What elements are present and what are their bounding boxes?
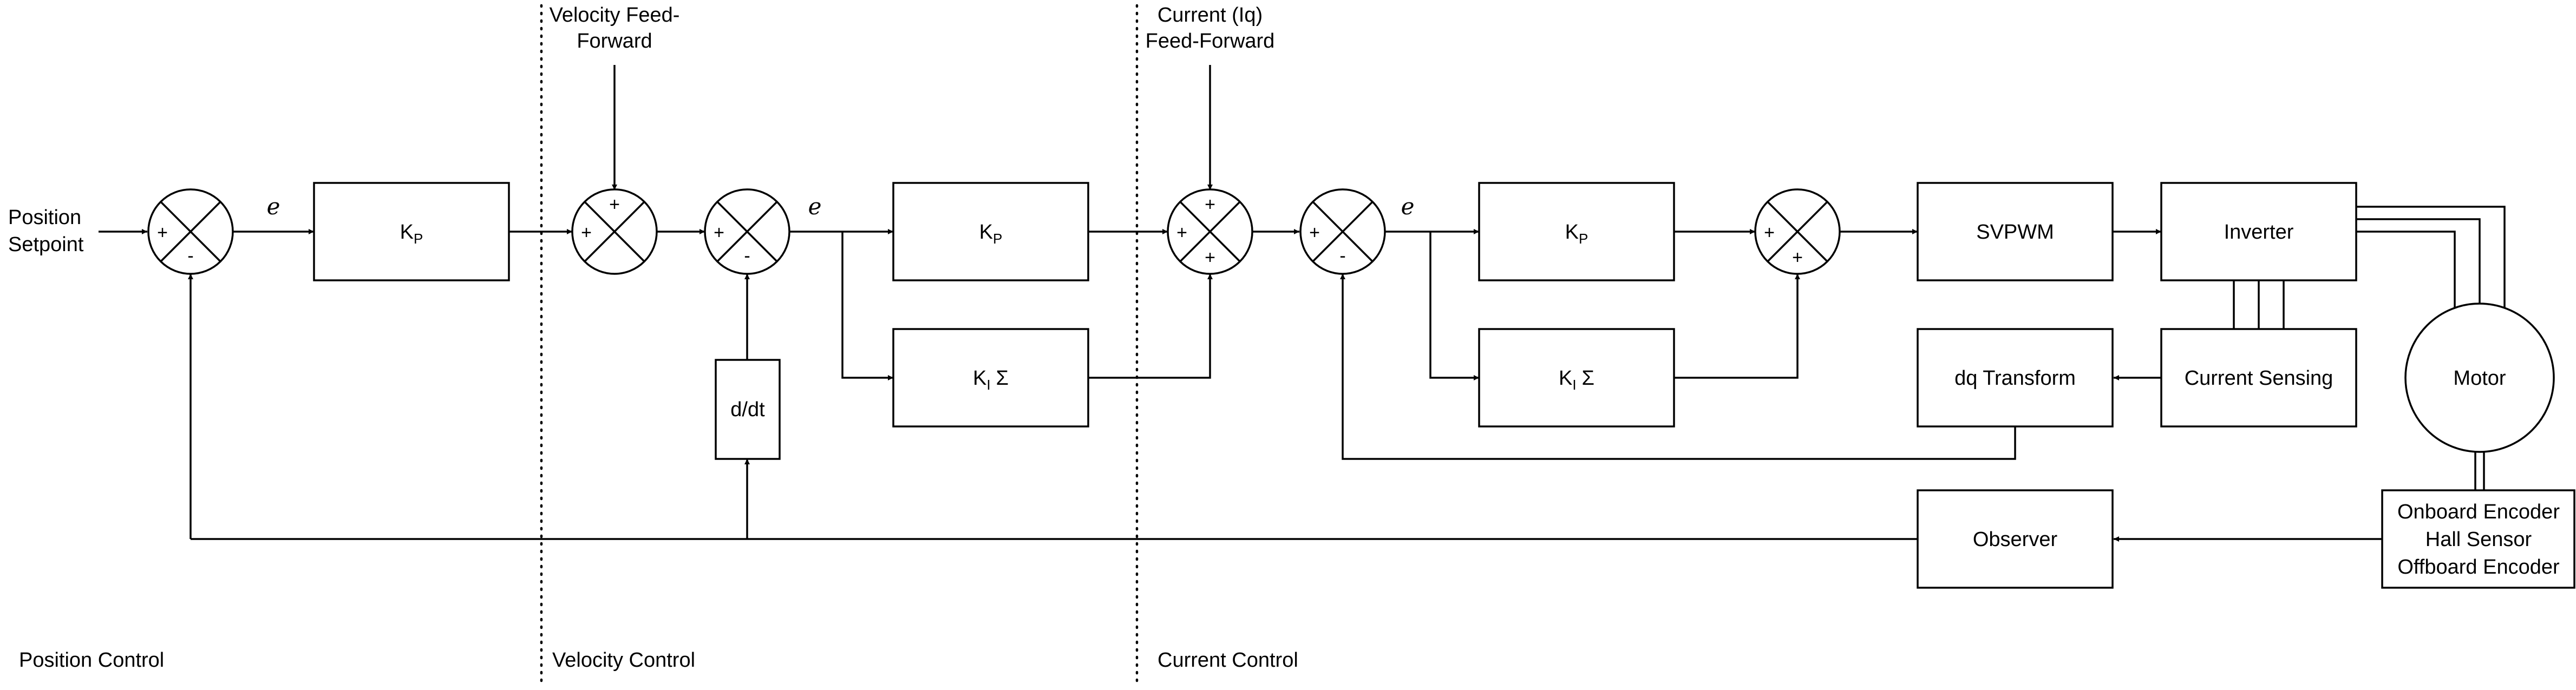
svg-text:Position: Position bbox=[8, 206, 81, 229]
minus-sign: - bbox=[744, 246, 750, 266]
current-error-label: e bbox=[1401, 193, 1415, 220]
velocity-summing-junction: + - bbox=[704, 188, 790, 275]
signal-lines bbox=[99, 65, 2506, 542]
svpwm-block: SVPWM bbox=[1917, 182, 2114, 281]
svg-text:KP: KP bbox=[400, 221, 423, 247]
plus-sign: + bbox=[1309, 222, 1320, 243]
svg-text:Current (Iq): Current (Iq) bbox=[1158, 4, 1263, 27]
current-sensing-block: Current Sensing bbox=[2160, 328, 2357, 428]
minus-sign: - bbox=[1339, 246, 1345, 266]
derivative-block: d/dt bbox=[715, 359, 781, 460]
current-control-section-label: Current Control bbox=[1158, 649, 1298, 672]
plus-sign: + bbox=[1205, 247, 1215, 268]
svg-text:Observer: Observer bbox=[1973, 528, 2058, 551]
current-feedforward-label: Current (Iq) Feed-Forward bbox=[1146, 4, 1275, 52]
svg-text:Velocity Feed-: Velocity Feed- bbox=[550, 4, 680, 27]
dq-transform-block: dq Transform bbox=[1917, 328, 2114, 428]
velocity-feedforward-label: Velocity Feed- Forward bbox=[550, 4, 680, 52]
pi-output-summing-junction: + + bbox=[1754, 188, 1841, 275]
svg-text:Onboard Encoder: Onboard Encoder bbox=[2397, 501, 2560, 523]
velocity-control-section-label: Velocity Control bbox=[552, 649, 695, 672]
velocity-kp-block: KP bbox=[892, 182, 1089, 281]
svg-text:Current Sensing: Current Sensing bbox=[2185, 367, 2333, 390]
velocity-feedforward-summing-junction: + + bbox=[571, 188, 658, 275]
svg-text:KIΣ: KIΣ bbox=[973, 367, 1009, 393]
plus-sign: + bbox=[1205, 194, 1215, 215]
svg-text:Feed-Forward: Feed-Forward bbox=[1146, 30, 1275, 52]
current-summing-junction: + - bbox=[1299, 188, 1386, 275]
velocity-error-label: e bbox=[808, 193, 822, 220]
position-error-label: e bbox=[267, 193, 280, 220]
svg-text:Hall Sensor: Hall Sensor bbox=[2425, 528, 2532, 551]
observer-block: Observer bbox=[1917, 489, 2114, 589]
svg-text:d/dt: d/dt bbox=[730, 398, 765, 421]
plus-sign: + bbox=[1176, 222, 1187, 243]
inverter-block: Inverter bbox=[2160, 182, 2357, 281]
svg-text:Forward: Forward bbox=[577, 30, 652, 52]
plus-sign: + bbox=[1792, 247, 1803, 268]
current-kp-block: KP bbox=[1478, 182, 1675, 281]
position-setpoint-label: Position Setpoint bbox=[8, 206, 84, 256]
svg-text:Setpoint: Setpoint bbox=[8, 233, 84, 256]
current-feedforward-summing-junction: + + + bbox=[1167, 188, 1253, 275]
position-summing-junction: + - bbox=[147, 188, 234, 275]
plus-sign: + bbox=[157, 222, 168, 243]
svg-text:dq Transform: dq Transform bbox=[1954, 367, 2076, 390]
svg-text:Inverter: Inverter bbox=[2224, 221, 2294, 244]
svg-text:KP: KP bbox=[979, 221, 1003, 247]
plus-sign: + bbox=[581, 222, 592, 243]
position-control-section-label: Position Control bbox=[19, 649, 164, 672]
svg-text:KP: KP bbox=[1565, 221, 1588, 247]
svg-text:SVPWM: SVPWM bbox=[1976, 221, 2054, 244]
svg-text:Offboard Encoder: Offboard Encoder bbox=[2397, 556, 2560, 579]
encoder-block: Onboard Encoder Hall Sensor Offboard Enc… bbox=[2381, 489, 2575, 589]
minus-sign: - bbox=[187, 246, 193, 266]
position-kp-block: KP bbox=[313, 182, 510, 281]
plus-sign: + bbox=[609, 194, 620, 215]
svg-text:Motor: Motor bbox=[2453, 367, 2506, 390]
motor: Motor bbox=[2404, 303, 2555, 453]
svg-text:KIΣ: KIΣ bbox=[1559, 367, 1594, 393]
plus-sign: + bbox=[1764, 222, 1775, 243]
plus-sign: + bbox=[714, 222, 724, 243]
